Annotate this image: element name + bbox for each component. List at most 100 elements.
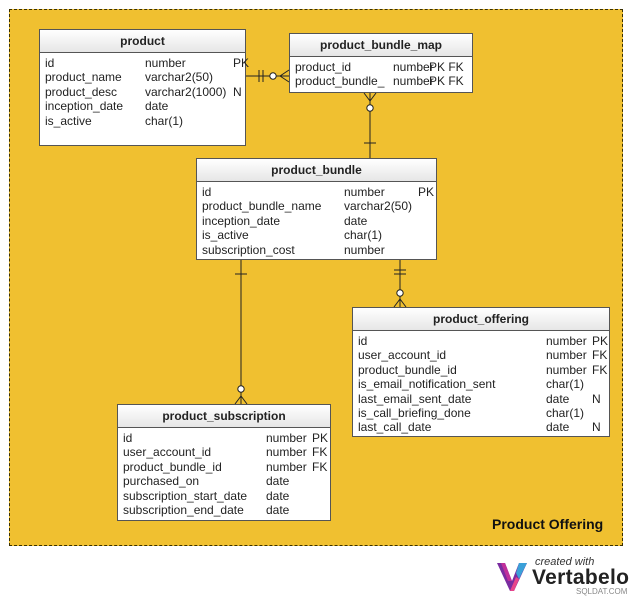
column-key: FK — [592, 348, 608, 363]
column-name: product_bundle_id — [123, 459, 222, 474]
column-type: number — [546, 348, 587, 363]
table-row: user_account_id number FK — [358, 348, 609, 362]
column-key: PK — [418, 185, 435, 199]
column-type: number — [266, 431, 307, 445]
column-name: product_bundle_id — [358, 362, 457, 377]
table-row: subscription_end_date date — [123, 503, 330, 517]
column-key: N — [592, 391, 601, 406]
table-product[interactable]: product id number PK product_name varchar2(5… — [39, 29, 249, 146]
column-type: date — [266, 502, 290, 517]
column-name: product_desc — [45, 84, 118, 99]
column-name: id — [45, 56, 55, 70]
table-row: product_bundle_id number FK — [123, 460, 330, 474]
table-row: product_desc varchar2(1000) N — [45, 85, 245, 99]
column-key: FK — [312, 459, 328, 474]
column-key: FK — [592, 362, 608, 377]
column-type: number — [393, 60, 434, 74]
column-name: inception_date — [45, 99, 124, 114]
column-name: id — [202, 185, 212, 199]
column-type: char(1) — [546, 377, 585, 392]
column-type: char(1) — [546, 405, 585, 420]
column-type: number — [393, 74, 434, 89]
column-name: id — [123, 431, 133, 445]
column-name: product_name — [45, 70, 122, 85]
table-row: purchased_on date — [123, 474, 330, 488]
column-type: varchar2(50) — [344, 199, 413, 214]
column-name: subscription_cost — [202, 242, 295, 257]
column-key: PK — [312, 431, 329, 445]
table-row: inception_date date — [45, 99, 245, 113]
table-row: product_bundle_name varchar2(50) — [202, 199, 436, 213]
column-type: date — [145, 99, 169, 114]
table-row: subscription_start_date date — [123, 489, 330, 503]
column-name: inception_date — [202, 213, 281, 228]
column-type: char(1) — [145, 113, 184, 128]
table-row: last_call_date date N — [358, 420, 609, 434]
table-row: product_bundle_id number FK — [358, 363, 609, 377]
column-type: number — [546, 362, 587, 377]
column-name: last_call_date — [358, 420, 432, 435]
table-row: product_name varchar2(50) — [45, 70, 245, 84]
column-key: PK — [592, 334, 609, 348]
column-key: N — [592, 420, 601, 435]
subject-area-title: Product Offering — [492, 516, 604, 532]
column-name: user_account_id — [358, 348, 447, 363]
column-type: date — [266, 488, 290, 503]
column-name: purchased_on — [123, 474, 200, 489]
table-row: id number PK — [45, 56, 249, 70]
column-type: number — [546, 334, 587, 348]
column-key: FK — [312, 445, 328, 460]
vertabelo-mark-icon — [497, 563, 527, 591]
column-type: number — [266, 459, 307, 474]
table-row: id number PK — [358, 334, 609, 348]
column-name: subscription_end_date — [123, 502, 244, 517]
created-with-text: created with — [535, 556, 595, 568]
column-name: is_active — [202, 228, 249, 243]
vertabelo-logo: created with Vertabelo — [495, 556, 629, 596]
column-name: last_email_sent_date — [358, 391, 472, 406]
column-type: number — [145, 56, 186, 70]
column-name: product_id — [295, 60, 352, 74]
table-row: id number PK — [123, 431, 330, 445]
column-name: is_active — [45, 113, 92, 128]
column-type: date — [266, 474, 290, 489]
table-row: subscription_cost number — [202, 243, 436, 257]
column-type: varchar2(50) — [145, 70, 214, 85]
column-name: subscription_start_date — [123, 488, 248, 503]
column-key: PK — [233, 56, 250, 70]
table-row: user_account_id number FK — [123, 445, 330, 459]
column-key: PK FK — [429, 60, 464, 74]
column-name: user_account_id — [123, 445, 212, 460]
table-name: product — [40, 30, 245, 53]
column-key: N — [233, 84, 242, 99]
vertabelo-name: Vertabelo — [532, 566, 630, 589]
column-name: is_email_notification_sent — [358, 377, 496, 392]
column-type: date — [344, 213, 368, 228]
column-type: number — [266, 445, 307, 460]
column-type: char(1) — [344, 228, 383, 243]
column-type: date — [546, 391, 570, 406]
table-name: product_subscription — [118, 405, 330, 428]
column-name: id — [358, 334, 368, 348]
table-row: is_active char(1) — [45, 114, 245, 128]
watermark: SQLDAT.COM — [576, 587, 628, 596]
table-name: product_offering — [353, 308, 609, 331]
table-row: is_email_notification_sent char(1) — [358, 377, 609, 391]
table-row: inception_date date — [202, 214, 436, 228]
column-type: number — [344, 242, 385, 257]
table-row: is_active char(1) — [202, 228, 436, 242]
column-type: varchar2(1000) — [145, 84, 227, 99]
column-type: date — [546, 420, 570, 435]
table-name: product_bundle_map — [290, 34, 472, 57]
column-name: product_bundle_ — [295, 74, 385, 89]
column-name: product_bundle_name — [202, 199, 322, 214]
